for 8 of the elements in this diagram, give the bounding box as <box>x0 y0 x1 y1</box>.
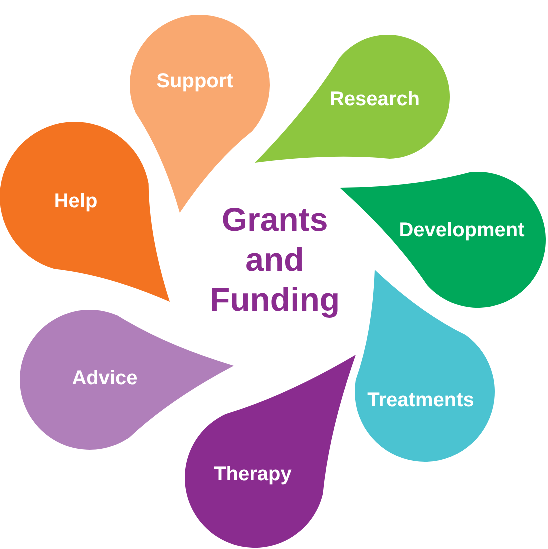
petal-label: Therapy <box>214 464 292 486</box>
petal-label: Development <box>399 220 525 242</box>
petal-label: Help <box>54 190 98 214</box>
petal-label: Support <box>156 70 234 94</box>
petal-label: Treatments <box>368 390 474 412</box>
petal-label: Advice <box>72 368 138 390</box>
center-title: Grants and Funding <box>208 200 342 320</box>
petal-label: Research <box>330 88 420 112</box>
